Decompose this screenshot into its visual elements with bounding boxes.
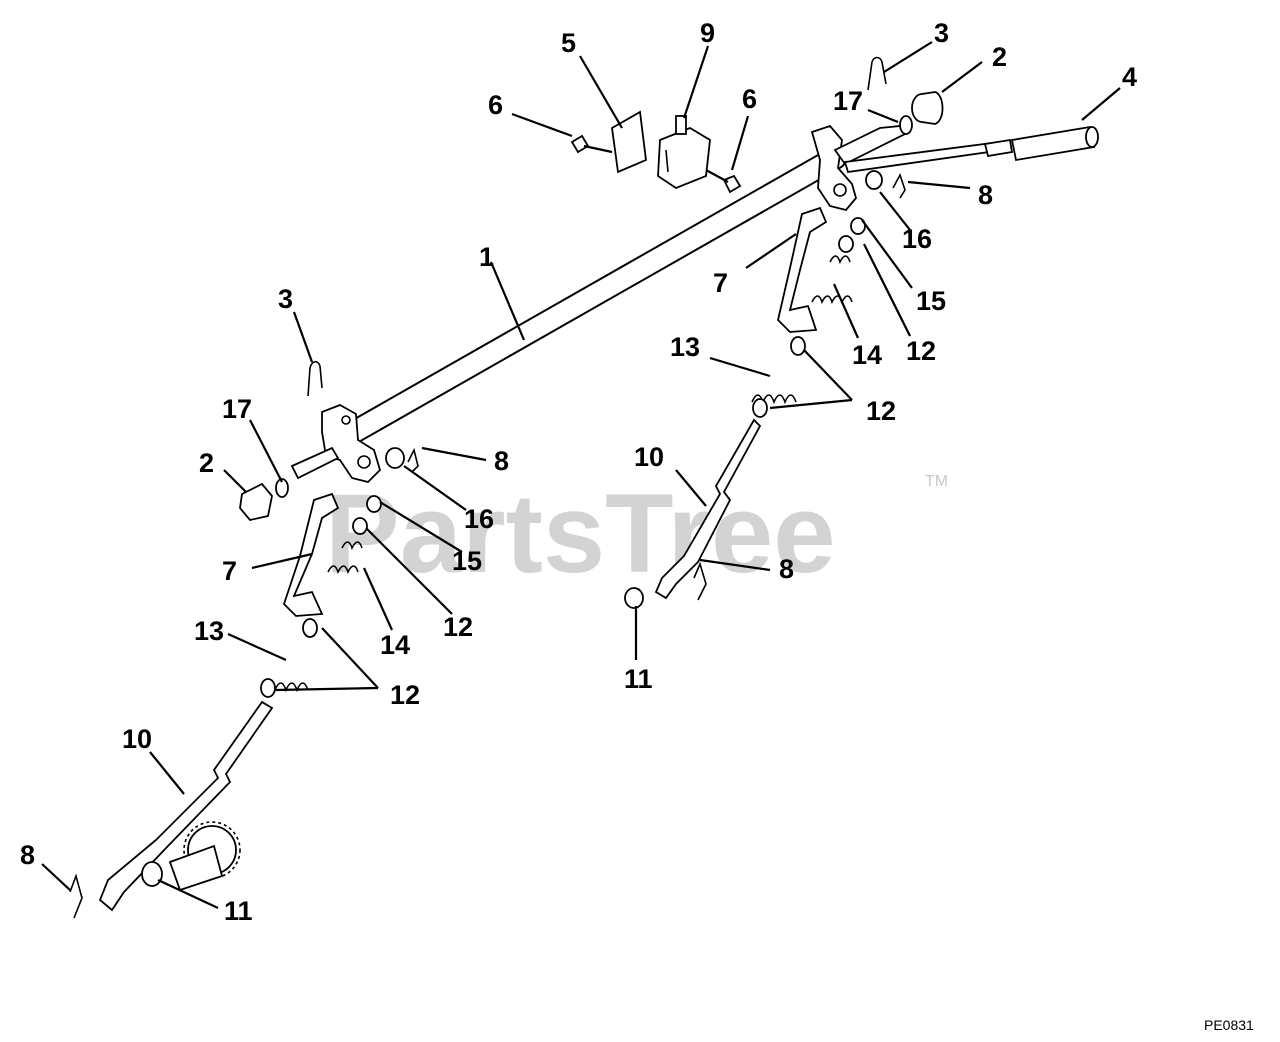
callout-12-left-upper: 12 [443,612,473,642]
callout-8-right-lower: 8 [779,554,794,584]
callout-11-left: 11 [224,896,253,926]
left-cotter-pin-8 [407,447,419,473]
callout-5: 5 [561,28,576,58]
switch-part [657,115,711,190]
right-control-rod-part [624,418,762,609]
screw-part-right [705,169,742,194]
callout-8-middle: 8 [494,446,509,476]
left-hair-pin-clip [307,360,323,397]
callout-7-left: 7 [222,556,237,586]
right-lower-spring-part [751,336,806,418]
callout-12-right-lower: 12 [866,396,896,426]
left-washer-16 [385,447,405,469]
right-bushing-part [899,91,944,135]
right-hair-pin-clip [867,56,887,91]
callout-8-bottom-left: 8 [20,840,35,870]
leader-lines [41,41,1121,909]
callout-10-right: 10 [634,442,664,472]
callout-9: 9 [700,18,715,48]
right-actuator-arm-part [777,206,828,333]
callout-12-right-upper: 12 [906,336,936,366]
right-upper-spring-part [811,217,866,305]
drawing-code: PE0831 [1204,1017,1254,1033]
callout-17-left: 17 [222,394,252,424]
left-bushing-part [239,478,289,521]
callout-10-left: 10 [122,724,152,754]
callout-8-top-right: 8 [978,180,993,210]
watermark-text: PartsTree [325,471,836,596]
right-lower-cotter-pin [693,561,707,601]
right-washer-16 [865,170,883,190]
cross-shaft-part [328,146,847,452]
callout-15-left: 15 [452,546,482,576]
left-lower-cotter-pin [69,873,83,919]
callout-15-right: 15 [916,286,946,316]
callout-16-left: 16 [464,504,494,534]
callout-2-right: 2 [992,42,1007,72]
callout-numbers: 1 2 2 3 3 4 5 6 6 7 7 8 8 8 8 9 10 10 11… [20,18,1137,926]
left-shaft-bracket-part [290,404,382,483]
gear-assembly-part [168,821,241,892]
callout-16-right: 16 [902,224,932,254]
callout-6-right: 6 [742,84,757,114]
callout-12-left-lower: 12 [390,680,420,710]
trademark-mark: TM [925,473,948,490]
callout-3-left: 3 [278,284,293,314]
callout-11-right: 11 [624,664,653,694]
screw-part-left [570,134,613,154]
callout-14-left: 14 [380,630,410,660]
left-control-rod-part [98,700,274,912]
right-shaft-bracket-part [810,124,1005,212]
callout-3-right: 3 [934,18,949,48]
callout-7-right: 7 [713,268,728,298]
callout-6-left: 6 [488,90,503,120]
callout-2-left: 2 [199,448,214,478]
callout-4: 4 [1122,62,1137,92]
handle-tube-part [983,125,1099,162]
callout-17-right: 17 [833,86,863,116]
callout-13-right: 13 [670,332,700,362]
left-upper-spring-part [327,495,382,575]
callout-13-left: 13 [194,616,224,646]
callout-14-right: 14 [852,340,882,370]
callout-1: 1 [479,242,494,272]
right-cotter-pin-8 [892,172,906,199]
left-lower-spring-part [260,618,318,698]
parts-illustration [69,56,1099,919]
